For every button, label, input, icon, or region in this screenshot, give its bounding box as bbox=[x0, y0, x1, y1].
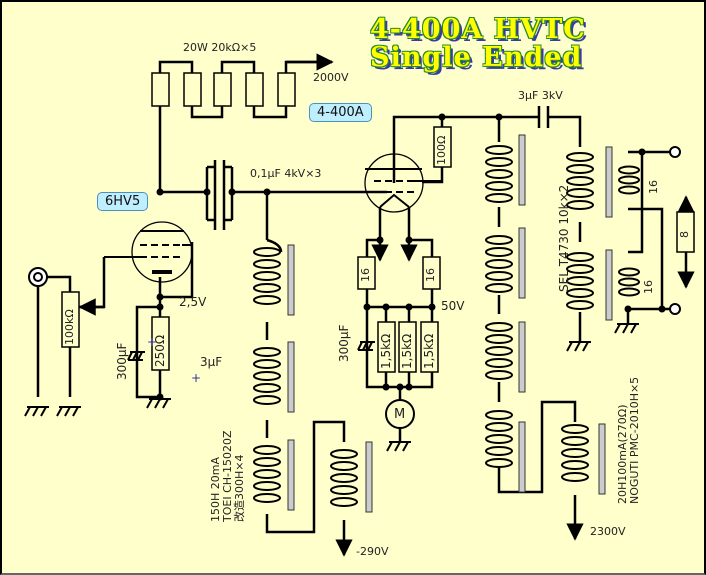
cathode-res-2-label: 1,5kΩ bbox=[400, 333, 414, 369]
bypass-cap-label: 3μF bbox=[200, 355, 223, 369]
title-line-1: 4-400A HVTC bbox=[370, 14, 586, 45]
plate-resistors-label: 20W 20kΩ×5 bbox=[183, 41, 257, 54]
driver-cathode-voltage: 2,5V bbox=[179, 295, 207, 309]
output-cathode-voltage: 50V bbox=[441, 299, 465, 313]
grid-choke-line-3: 改造300H×4 bbox=[233, 454, 246, 522]
secondary-b-label: 16 bbox=[642, 280, 655, 294]
b-plus-label: 2000V bbox=[313, 71, 349, 84]
meter-label: M bbox=[394, 407, 406, 422]
driver-cathode-cap-label: 300μF bbox=[115, 342, 129, 380]
secondary-a-label: 16 bbox=[647, 180, 660, 194]
filament-res-b-label: 16 bbox=[424, 268, 437, 282]
hv-supply-label: 2300V bbox=[590, 525, 626, 538]
coupling-caps-label: 0,1μF 4kV×3 bbox=[250, 167, 322, 180]
plate-choke-label: 20H100mA(270Ω) NOGUTI PMC-2010H×5 bbox=[616, 376, 641, 504]
grid-choke bbox=[253, 247, 281, 305]
neg-bias-label: -290V bbox=[356, 545, 389, 558]
output-cathode-cap-label: 300μF bbox=[337, 324, 351, 362]
filament-res-a-label: 16 bbox=[359, 268, 372, 282]
cathode-res-3-label: 1,5kΩ bbox=[422, 333, 436, 369]
load-label: 8 bbox=[678, 231, 691, 238]
plus-sign: + bbox=[191, 371, 202, 385]
title-line-2: Single Ended bbox=[370, 42, 583, 73]
plate-choke-line-2: NOGUTI PMC-2010H×5 bbox=[628, 376, 641, 504]
driver-tube-tag: 6HV5 bbox=[97, 192, 149, 211]
output-cap-label: 3μF 3kV bbox=[518, 89, 563, 102]
output-transformer-label: SEL T4730 10k×2 bbox=[557, 184, 571, 292]
grid-choke-label: 150H 20mA TOEI CH-15020Z 改造300H×4 bbox=[209, 430, 246, 522]
cathode-res-1-label: 1,5kΩ bbox=[379, 333, 393, 369]
input-pot-label: 100kΩ bbox=[63, 309, 76, 345]
plus-sign: + bbox=[147, 335, 158, 349]
screen-res-label: 100Ω bbox=[435, 135, 448, 165]
output-tube-tag: 4-400A bbox=[309, 103, 372, 122]
